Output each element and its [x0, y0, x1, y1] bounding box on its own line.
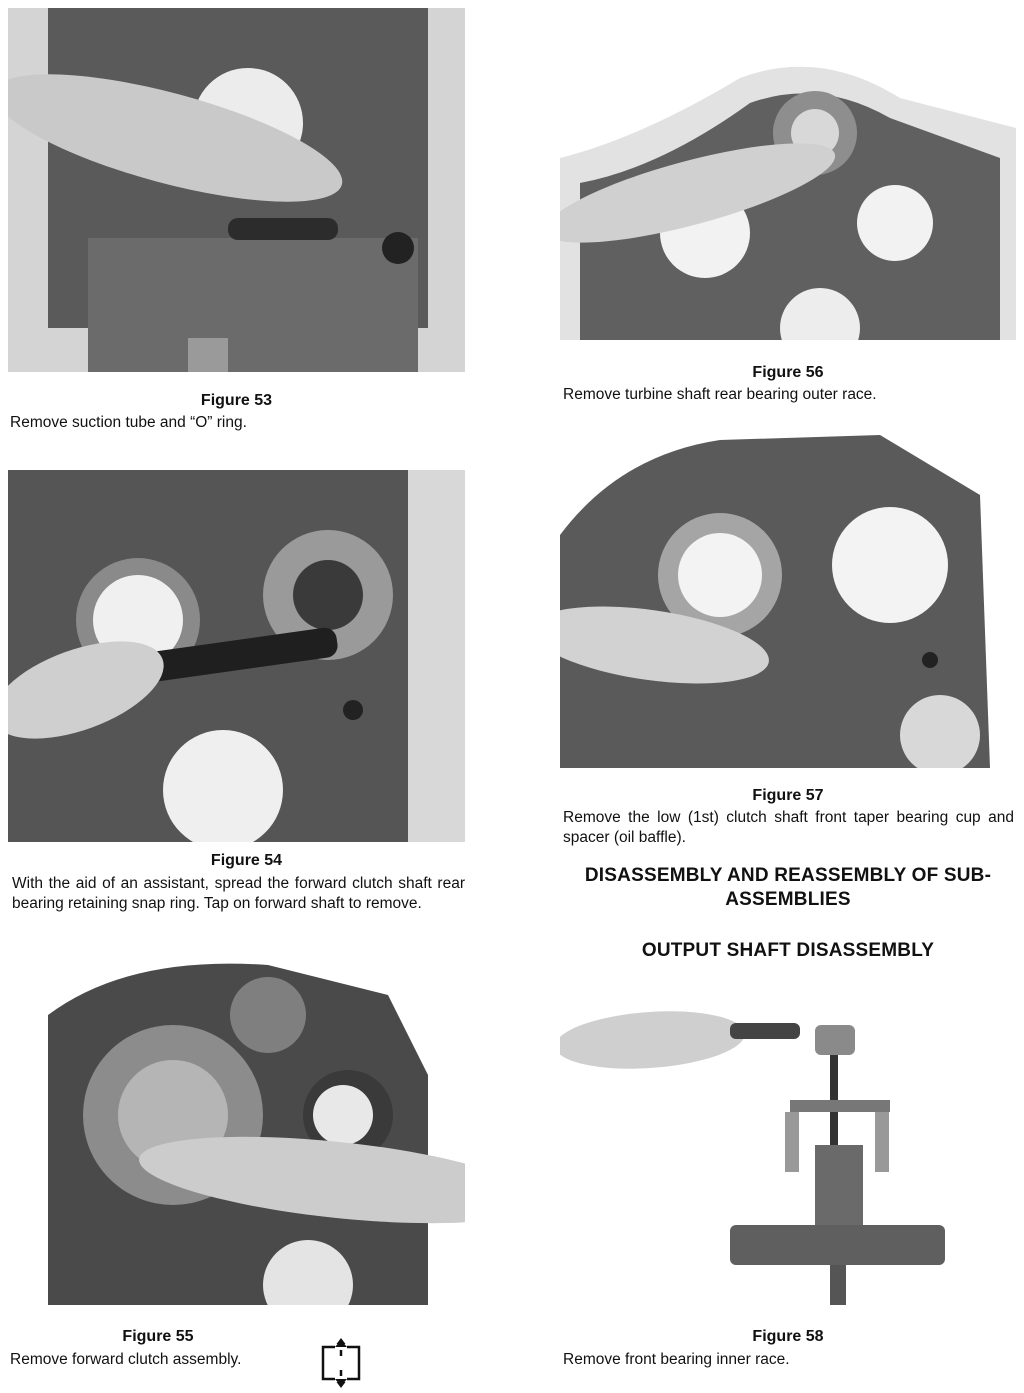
figure-55-photo: [8, 955, 465, 1305]
figure-57-caption: Remove the low (1st) clutch shaft front …: [563, 809, 1014, 846]
figure-58-caption: Remove front bearing inner race.: [563, 1351, 790, 1368]
figure-53-title: Figure 53: [200, 392, 273, 409]
figure-58-title: Figure 58: [752, 1328, 824, 1345]
figure-57-photo: [560, 435, 1016, 768]
figure-58-photo: [560, 995, 1016, 1305]
figure-56-title: Figure 56: [752, 364, 824, 381]
figure-56-caption: Remove turbine shaft rear bearing outer …: [563, 386, 877, 403]
figure-54-photo: [8, 470, 465, 842]
figure-54-caption: With the aid of an assistant, spread the…: [12, 875, 465, 912]
figure-55-caption: Remove forward clutch assembly.: [10, 1351, 242, 1368]
figure-53-photo: [8, 8, 465, 372]
figure-55-title: Figure 55: [122, 1328, 194, 1345]
figure-54-title: Figure 54: [210, 852, 283, 869]
figure-56-photo: [560, 8, 1016, 340]
section-heading: DISASSEMBLY AND REASSEMBLY OF SUB-ASSEMB…: [584, 865, 992, 910]
page-navigation-icon[interactable]: [318, 1338, 364, 1388]
subsection-heading: OUTPUT SHAFT DISASSEMBLY: [641, 940, 935, 961]
figure-57-title: Figure 57: [752, 787, 824, 804]
figure-53-caption: Remove suction tube and “O” ring.: [10, 414, 247, 431]
